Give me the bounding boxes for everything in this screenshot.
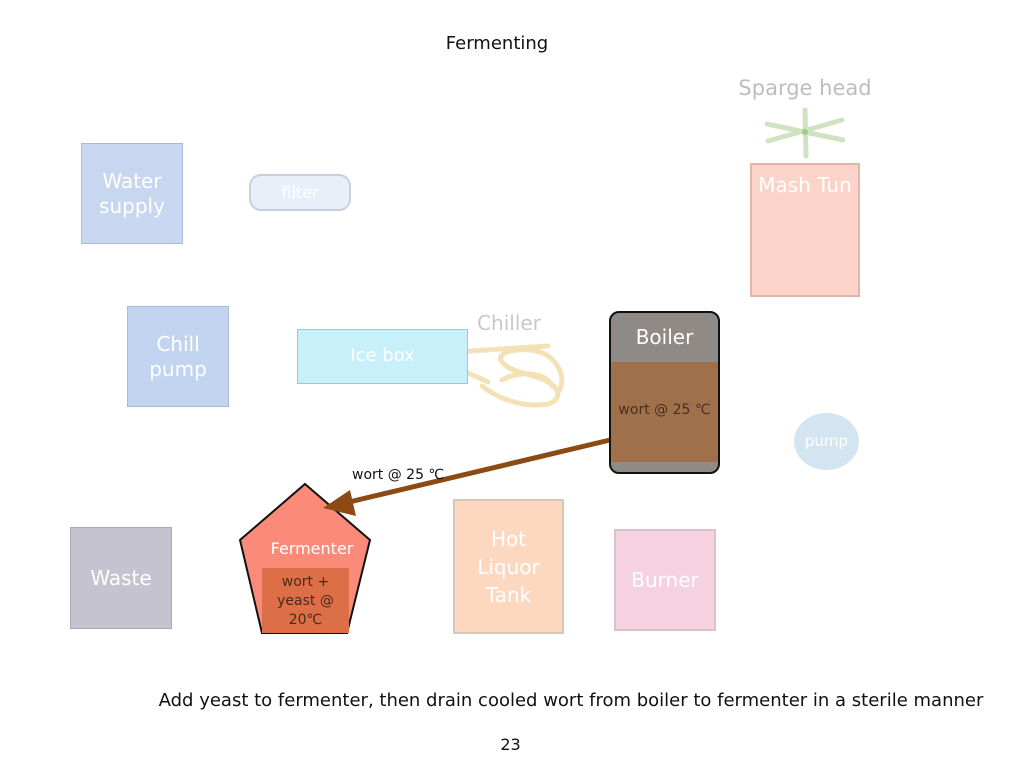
burner-box: Burner <box>614 529 716 631</box>
hot-liquor-tank-label: Hot Liquor Tank <box>477 526 540 607</box>
slide-title: Fermenting <box>445 33 549 54</box>
waste-label: Waste <box>90 565 152 590</box>
filter-label: filter <box>281 182 319 202</box>
chill-pump-label: Chill pump <box>149 331 207 381</box>
boiler-liquid: wort @ 25 ℃ <box>611 362 718 462</box>
fermenter-contents-label: wort + yeast @ 20℃ <box>277 574 334 628</box>
chiller-label: Chiller <box>477 311 541 335</box>
ice-box: Ice box <box>297 329 468 384</box>
mash-tun-label: Mash Tun <box>758 173 852 197</box>
page-number: 23 <box>500 735 521 754</box>
boiler-label: Boiler <box>635 325 694 349</box>
fermenter-liquid <box>262 568 349 633</box>
sparge-head-label: Sparge head <box>738 76 872 100</box>
burner-label: Burner <box>631 567 699 592</box>
sparge-head-icon <box>764 107 846 159</box>
transfer-arrow <box>323 437 611 516</box>
fermenter-label: Fermenter <box>270 539 354 558</box>
flow-label: wort @ 25 ℃ <box>352 467 445 483</box>
chill-pump-box: Chill pump <box>127 306 229 407</box>
filter-box: filter <box>249 174 351 211</box>
water-supply-box: Water supply <box>81 143 183 244</box>
ice-box-label: Ice box <box>350 345 415 367</box>
water-supply-label: Water supply <box>99 168 165 218</box>
waste-box: Waste <box>70 527 172 629</box>
hot-liquor-tank-box: Hot Liquor Tank <box>453 499 564 634</box>
chiller-coil-icon <box>452 343 565 408</box>
boiler-vessel: Boiler wort @ 25 ℃ <box>609 311 720 474</box>
pump-label: pump <box>804 432 849 451</box>
slide-caption: Add yeast to fermenter, then drain coole… <box>158 690 984 711</box>
mash-tun-box: Mash Tun <box>750 163 860 297</box>
boiler-contents-label: wort @ 25 ℃ <box>618 402 711 418</box>
pump-circle: pump <box>794 413 859 470</box>
